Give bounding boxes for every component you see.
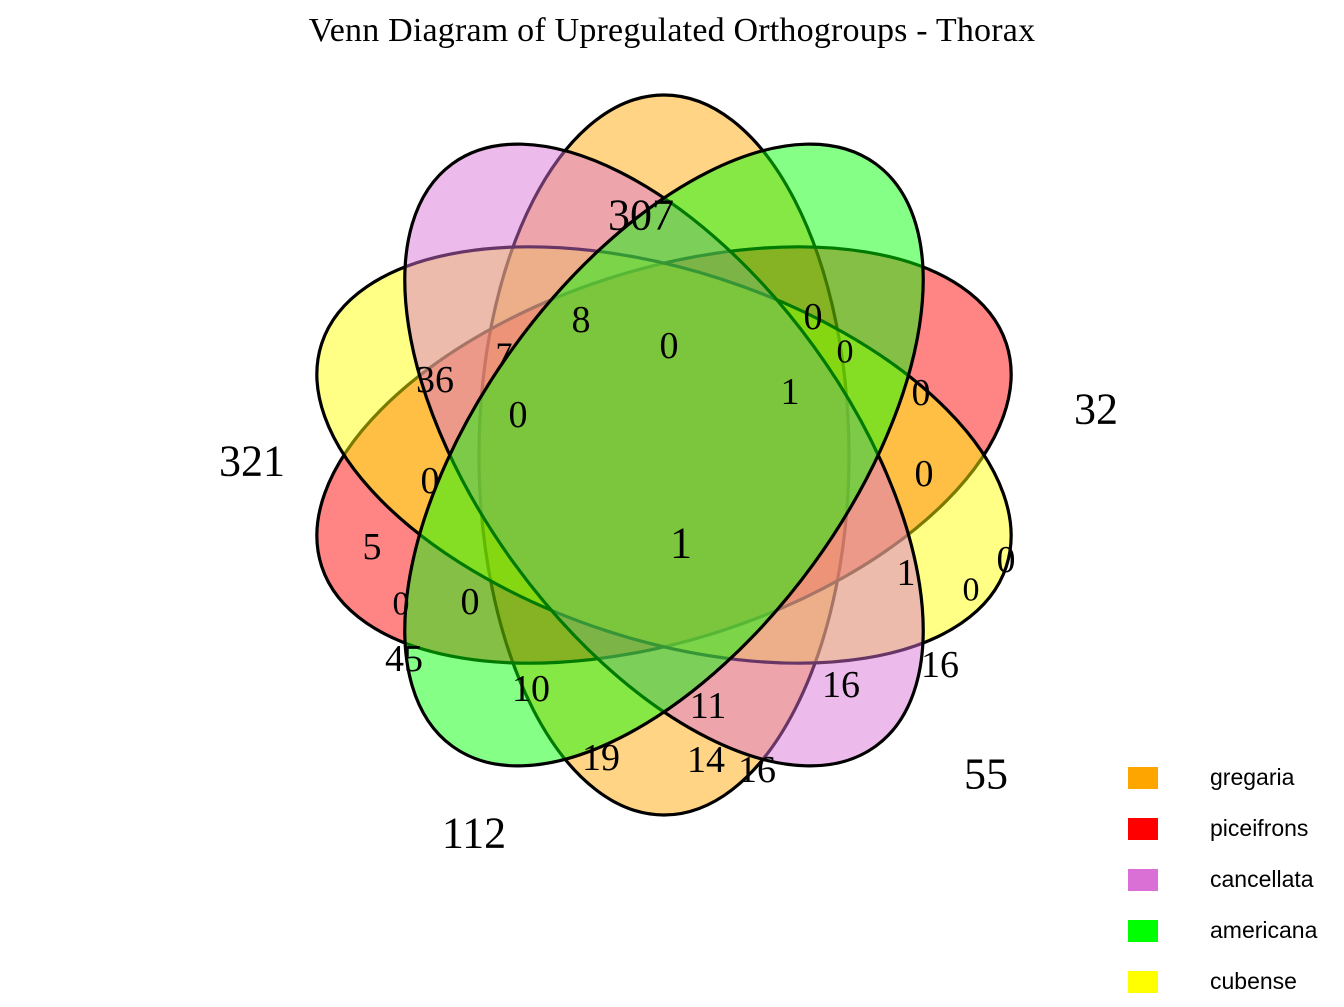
page-title: Venn Diagram of Upregulated Orthogroups … — [308, 12, 1036, 49]
venn-count-r23: 0 — [461, 581, 480, 623]
legend-label-piceifrons: piceifrons — [1210, 815, 1309, 841]
legend-item-piceifrons[interactable]: piceifrons — [1128, 803, 1344, 854]
venn-count-r22: 0 — [393, 586, 410, 623]
venn-count-r16: 0 — [915, 453, 934, 495]
legend-swatch-piceifrons — [1128, 817, 1158, 840]
legend: gregaria piceifrons cancellata americana cub… — [1128, 752, 1344, 1007]
venn-count-r20: 0 — [963, 572, 980, 609]
venn-count-r1: 307 — [608, 191, 674, 240]
venn-count-r27: 16 — [822, 664, 860, 706]
venn-ellipse-americana[interactable] — [303, 55, 1026, 855]
legend-item-americana[interactable]: americana — [1128, 905, 1344, 956]
legend-item-gregaria[interactable]: gregaria — [1128, 752, 1344, 803]
venn-count-r28: 16 — [921, 644, 959, 686]
venn-count-r15: 0 — [421, 460, 440, 502]
venn-count-r17: 5 — [363, 526, 382, 568]
legend-item-cancellata[interactable]: cancellata — [1128, 854, 1344, 905]
legend-swatch-cubense — [1128, 970, 1158, 993]
legend-label-cancellata: cancellata — [1210, 866, 1314, 892]
venn-count-r18: 1 — [670, 519, 692, 568]
venn-ellipse-gregaria[interactable] — [477, 93, 851, 817]
venn-count-r31: 16 — [738, 749, 776, 791]
venn-count-r29: 19 — [582, 737, 620, 779]
venn-ellipse-piceifrons[interactable] — [264, 168, 1063, 742]
venn-count-r19: 1 — [897, 552, 916, 594]
venn-ellipse-group — [264, 55, 1063, 855]
venn-count-r12: 1 — [781, 371, 800, 413]
venn-count-r3: 32 — [1074, 385, 1118, 434]
legend-label-americana: americana — [1210, 917, 1318, 943]
legend-swatch-gregaria — [1128, 766, 1158, 789]
venn-count-r13: 0 — [912, 372, 931, 414]
venn-count-r26: 11 — [690, 685, 727, 727]
venn-count-r21: 0 — [997, 539, 1016, 581]
venn-count-r14: 0 — [509, 394, 528, 436]
venn-count-r10: 7 — [496, 337, 513, 374]
venn-count-r6: 36 — [416, 359, 454, 401]
legend-swatch-cancellata — [1128, 868, 1158, 891]
venn-count-r2: 321 — [219, 437, 285, 486]
legend-label-cubense: cubense — [1210, 968, 1297, 994]
legend-label-gregaria: gregaria — [1210, 764, 1295, 790]
venn-count-r25: 10 — [512, 668, 550, 710]
venn-count-r7: 8 — [572, 299, 591, 341]
venn-ellipse-cancellata[interactable] — [303, 55, 1026, 855]
venn-count-r30: 14 — [687, 739, 725, 781]
venn-ellipse-cubense[interactable] — [264, 168, 1063, 742]
venn-count-r4: 112 — [442, 809, 506, 858]
legend-swatch-americana — [1128, 919, 1158, 942]
legend-item-cubense[interactable]: cubense — [1128, 956, 1344, 1007]
venn-count-r24: 45 — [385, 638, 423, 680]
venn-count-r8: 0 — [660, 325, 679, 367]
venn-count-r5: 55 — [964, 750, 1008, 799]
venn-count-r9: 0 — [804, 296, 823, 338]
venn-count-r11: 0 — [837, 334, 854, 371]
